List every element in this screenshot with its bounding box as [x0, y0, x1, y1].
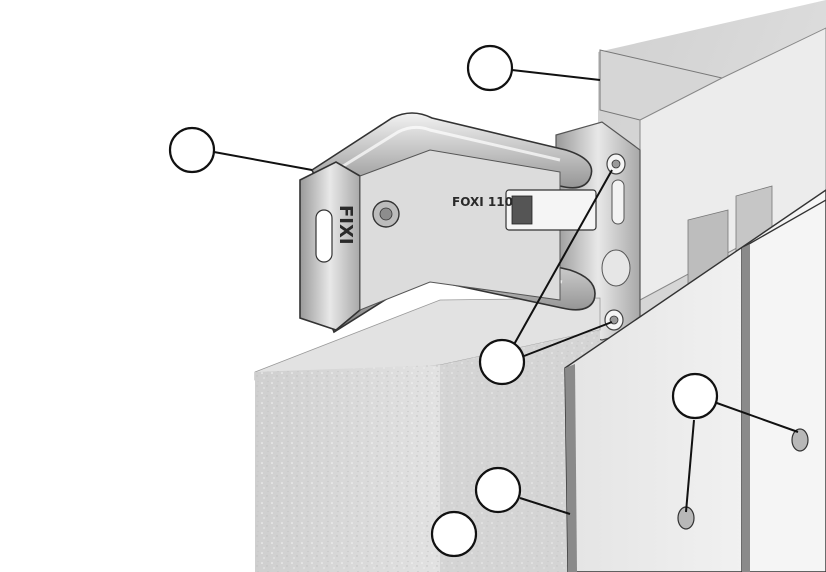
callout-5: [474, 466, 522, 514]
callout-3: [478, 338, 526, 386]
leader-callout-5: [519, 497, 571, 515]
leader-callout-4-b: [713, 401, 799, 433]
leader-lines: [213, 69, 799, 515]
bracket-front-web: FIXI: [299, 161, 361, 331]
bracket-brand-label: FIXI: [335, 205, 356, 245]
callout-4: [671, 372, 719, 420]
cladding-panel-right: [741, 199, 826, 572]
leader-callout-1: [511, 69, 601, 81]
callout-2: [168, 126, 216, 174]
insulation-block: [255, 330, 600, 572]
callout-6: [430, 510, 478, 558]
callout-markers: [168, 44, 719, 558]
callout-1: [466, 44, 514, 92]
leader-callout-3-a: [511, 169, 613, 349]
bracket-model-label: FOXI 110: [452, 195, 513, 209]
leader-callout-4-a: [685, 419, 695, 513]
bracket-middle-web: FOXI 110: [359, 149, 597, 311]
leader-callout-3-b: [523, 321, 613, 357]
leader-callout-2: [213, 151, 313, 171]
rivet-upper: [791, 428, 809, 452]
